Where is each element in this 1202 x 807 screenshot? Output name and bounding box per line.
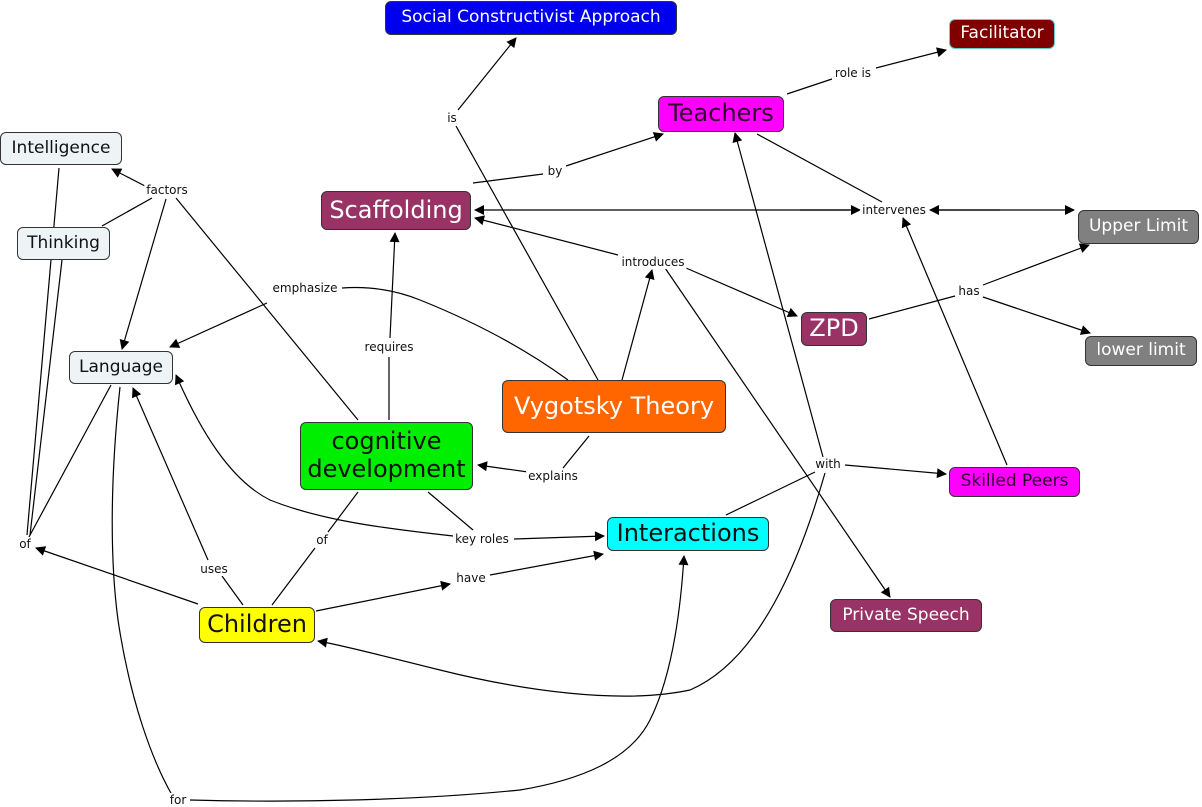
concept-language[interactable]: Language — [69, 351, 173, 384]
edge-with-skilled — [844, 464, 947, 479]
concept-zpd[interactable]: ZPD — [801, 312, 867, 346]
edge-explains-cognitive — [477, 461, 529, 473]
link-intervenes: intervenes — [860, 203, 928, 217]
edge-emphasize-language — [169, 302, 268, 348]
concept-label: Vygotsky Theory — [513, 391, 715, 420]
edge-children-of — [35, 546, 199, 605]
concept-upper-limit[interactable]: Upper Limit — [1078, 210, 1199, 244]
edge-introduces-zpd — [685, 267, 798, 318]
concept-thinking[interactable]: Thinking — [17, 227, 110, 260]
edge-of-children — [271, 547, 316, 606]
edge-by-teachers — [565, 132, 664, 167]
concept-label: ZPD — [809, 314, 859, 343]
concept-label: lower limit — [1096, 340, 1186, 361]
edge-factors-language — [119, 198, 167, 350]
edge-teachers-intervenes — [756, 133, 883, 203]
concept-label: Teachers — [668, 99, 774, 128]
edge-keyroles-language — [175, 374, 454, 537]
edge-requires-scaffolding — [389, 232, 400, 339]
edge-intelligence-of — [26, 167, 60, 536]
concept-label: Intelligence — [11, 137, 111, 158]
concept-scaffolding[interactable]: Scaffolding — [321, 191, 471, 230]
concept-interactions[interactable]: Interactions — [607, 517, 769, 551]
edge-with-teachers — [732, 132, 824, 458]
concept-label-line2: development — [307, 455, 466, 483]
edge-scaffolding-by — [472, 173, 544, 184]
edge-children-have — [315, 580, 451, 612]
link-have: have — [454, 571, 488, 585]
edge-thinking-factors — [101, 197, 153, 227]
edge-cognitive-of — [327, 491, 359, 533]
concept-private-speech[interactable]: Private Speech — [830, 599, 982, 632]
link-is: is — [445, 111, 459, 125]
concept-label: Language — [79, 356, 163, 377]
link-has: has — [956, 284, 982, 298]
edge-children-uses — [221, 575, 244, 606]
concept-children[interactable]: Children — [199, 607, 315, 643]
edge-introduces-private — [664, 267, 891, 598]
concept-label: Skilled Peers — [960, 471, 1069, 492]
concept-label: Upper Limit — [1088, 216, 1189, 237]
link-role-is: role is — [832, 66, 874, 80]
edge-factors-intelligence — [111, 168, 146, 187]
link-factors: factors — [144, 183, 190, 197]
edge-has-upper — [982, 243, 1090, 286]
edge-vygotsky-is — [455, 125, 599, 381]
edge-vygotsky-introduces — [621, 269, 655, 381]
edge-skilled-intervenes — [901, 217, 1008, 466]
edge-for-interactions — [189, 555, 689, 802]
edge-keyroles-interactions — [513, 531, 605, 542]
link-requires: requires — [362, 340, 416, 354]
link-for: for — [167, 793, 189, 807]
link-explains: explains — [526, 469, 580, 483]
concept-social-constructivist-approach[interactable]: Social Constructivist Approach — [385, 1, 677, 35]
link-of-left: of — [17, 537, 33, 551]
edge-has-lower — [982, 296, 1091, 335]
edge-zpd-has — [868, 295, 956, 320]
concept-skilled-peers[interactable]: Skilled Peers — [949, 467, 1080, 497]
edge-language-of — [28, 384, 112, 538]
link-of-mid: of — [314, 533, 330, 547]
concept-label: Social Constructivist Approach — [401, 7, 661, 28]
link-introduces: introduces — [619, 255, 687, 269]
link-emphasize: emphasize — [270, 281, 340, 295]
concept-label: Children — [207, 610, 307, 639]
edge-roleis-facilitator — [875, 47, 947, 69]
edge-vygotsky-emphasize — [341, 286, 569, 381]
edge-introduces-scaffolding — [474, 215, 619, 256]
concept-label: Interactions — [616, 519, 760, 548]
edge-is-social — [457, 37, 517, 111]
edge-have-interactions — [489, 550, 604, 576]
edge-cognitive-factors — [175, 197, 359, 421]
link-key-roles: key roles — [453, 532, 511, 546]
concept-teachers[interactable]: Teachers — [658, 96, 784, 132]
concept-label: Scaffolding — [329, 195, 463, 224]
edge-teachers-roleis — [786, 78, 833, 95]
concept-label: Thinking — [27, 232, 100, 253]
concept-lower-limit[interactable]: lower limit — [1085, 336, 1197, 366]
link-uses: uses — [198, 562, 230, 576]
concept-intelligence[interactable]: Intelligence — [0, 132, 122, 165]
edge-thinking-of — [29, 259, 63, 536]
concept-facilitator[interactable]: Facilitator — [949, 19, 1055, 49]
concept-cognitive-development[interactable]: cognitive development — [300, 422, 473, 490]
edge-interactions-with — [725, 471, 816, 516]
edge-vygotsky-explains — [562, 435, 590, 469]
edge-cognitive-keyroles — [427, 491, 474, 531]
link-with: with — [813, 457, 843, 471]
link-by: by — [545, 164, 565, 178]
edge-uses-language — [132, 387, 209, 561]
edge-language-for — [111, 386, 173, 796]
edge-with-children — [317, 472, 826, 697]
concept-vygotsky-theory[interactable]: Vygotsky Theory — [502, 380, 726, 433]
concept-label-line1: cognitive — [331, 427, 442, 456]
concept-label: Private Speech — [842, 604, 970, 625]
concept-label: Facilitator — [960, 23, 1044, 44]
